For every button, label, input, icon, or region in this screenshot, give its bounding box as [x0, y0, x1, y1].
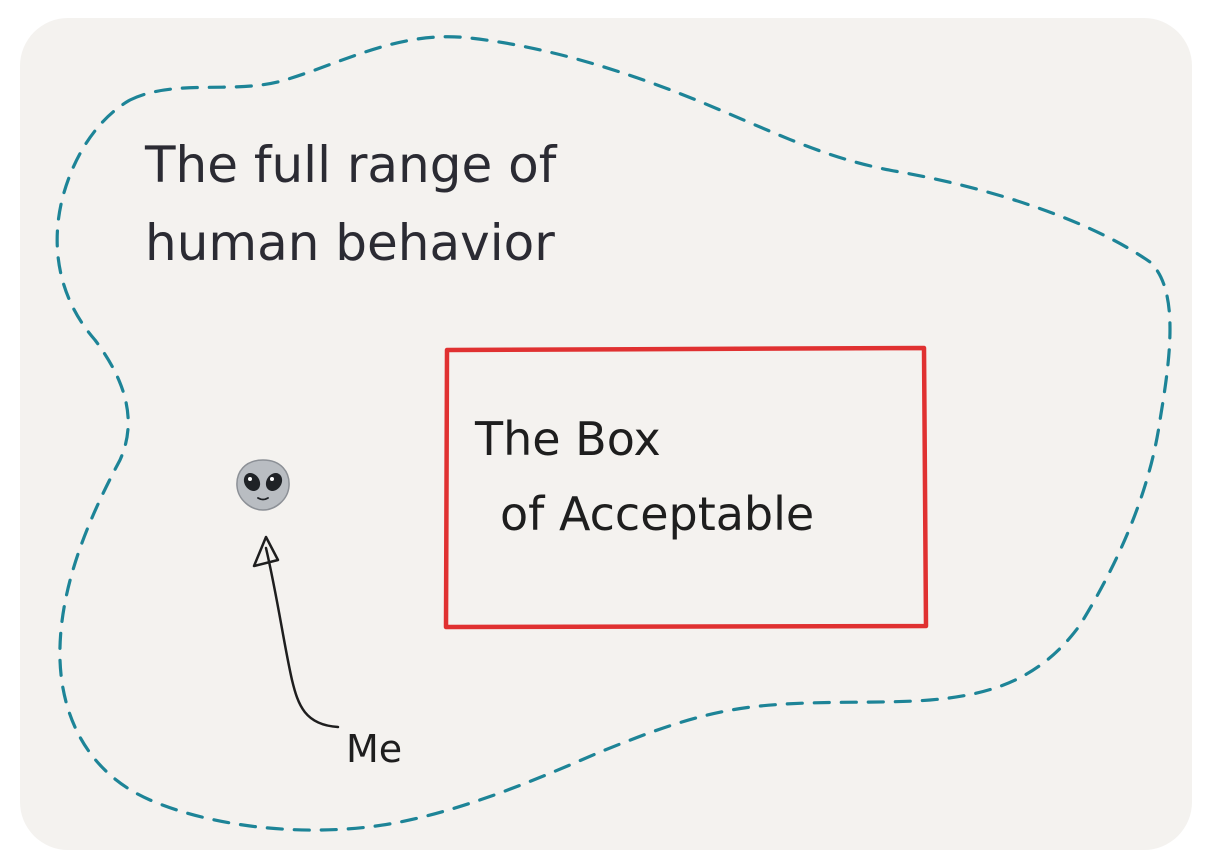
acceptable-box — [443, 345, 929, 630]
range-label-line-1: The full range of — [144, 136, 558, 194]
me-label: Me — [346, 727, 402, 771]
full-range-outline — [55, 35, 1172, 832]
me-arrow-shaft — [264, 546, 340, 729]
box-label-line-1: The Box — [474, 412, 661, 466]
range-label-line-2: human behavior — [145, 214, 555, 272]
me-arrow-head — [252, 535, 280, 568]
box-label-line-2: of Acceptable — [500, 487, 814, 541]
alien-face-icon — [236, 459, 290, 511]
card-background — [20, 18, 1192, 850]
